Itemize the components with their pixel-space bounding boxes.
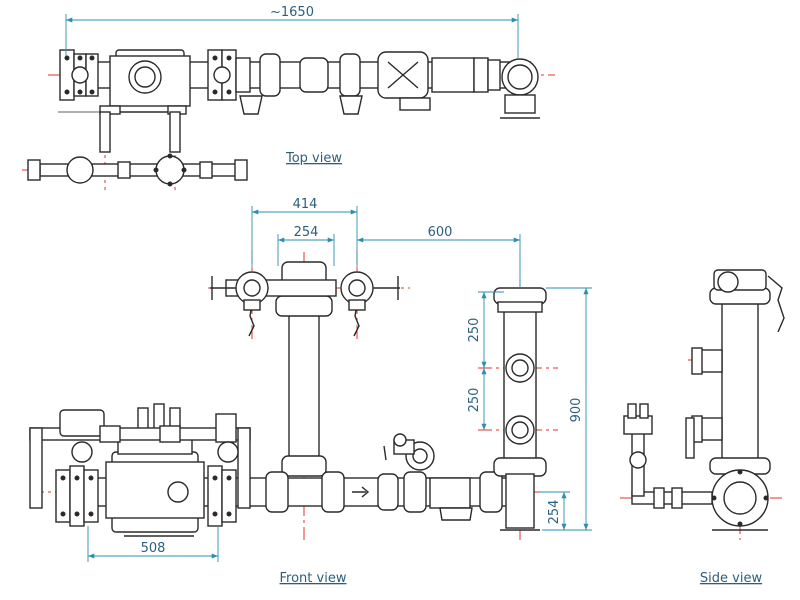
front-view: 414 254 600 250 250 900 254 508 Front vi… [29,197,592,586]
side-view: Side view [620,269,785,586]
side-view-label: Side view [700,571,763,586]
top-view-label: Top view [285,151,342,166]
upper-outlet-spacing-dimension: 250 [467,318,482,343]
top-view: ~1650 Top view [22,5,555,190]
riser-offset-dimension: 600 [428,225,453,240]
riser-height-dimension: 900 [569,398,584,423]
front-view-label: Front view [280,571,347,586]
lower-outlet-spacing-dimension: 250 [467,388,482,413]
bottom-height-dimension: 254 [547,500,562,525]
outlet-spacing-dimension: 254 [294,225,319,240]
valve-length-dimension: 508 [141,541,166,556]
overall-length-dimension: ~1650 [270,5,314,20]
branch-spacing-dimension: 414 [293,197,318,212]
